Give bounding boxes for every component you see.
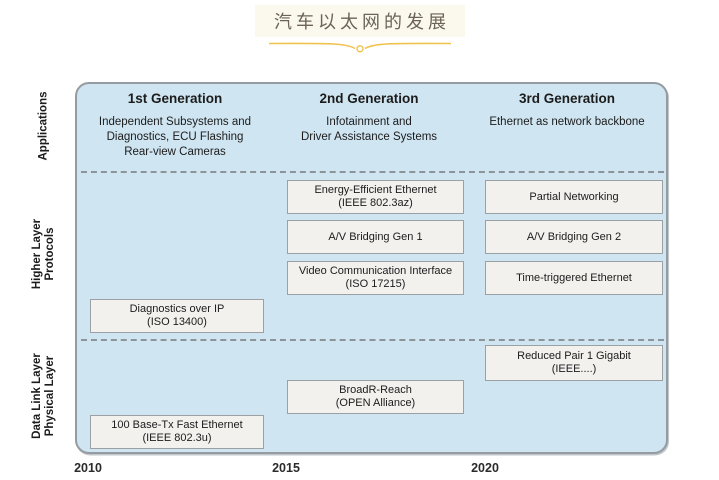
desc-1st-generation: Independent Subsystems and Diagnostics, … xyxy=(98,116,252,158)
box-av-bridging-gen1: A/V Bridging Gen 1 xyxy=(287,220,464,254)
layer-label-data-link-physical: Data Link Layer Physical Layer xyxy=(31,353,56,439)
box-reduced-pair-1-gigabit: Reduced Pair 1 Gigabit (IEEE....) xyxy=(485,345,663,381)
divider-applications-protocols xyxy=(81,171,664,173)
diagram-title-block: 汽车以太网的发展 xyxy=(255,5,465,37)
timeline-year-2020: 2020 xyxy=(471,461,499,475)
box-partial-networking: Partial Networking xyxy=(485,180,663,214)
header-3rd-generation: 3rd Generation xyxy=(518,91,616,106)
header-2nd-generation: 2nd Generation xyxy=(319,91,419,106)
box-diagnostics-over-ip: Diagnostics over IP (ISO 13400) xyxy=(90,299,264,333)
divider-protocols-datalink xyxy=(81,339,664,341)
timeline-panel: 1st Generation 2nd Generation 3rd Genera… xyxy=(75,82,668,454)
box-av-bridging-gen2: A/V Bridging Gen 2 xyxy=(485,220,663,254)
layer-label-higher-layer-protocols: Higher Layer Protocols xyxy=(31,218,56,290)
box-video-communication-interface: Video Communication Interface (ISO 17215… xyxy=(287,261,464,295)
box-broadr-reach: BroadR-Reach (OPEN Alliance) xyxy=(287,380,464,414)
box-time-triggered-ethernet: Time-triggered Ethernet xyxy=(485,261,663,295)
header-1st-generation: 1st Generation xyxy=(127,91,223,106)
timeline-year-2010: 2010 xyxy=(74,461,102,475)
title-underline-ornament xyxy=(268,42,452,53)
timeline-year-2015: 2015 xyxy=(272,461,300,475)
box-100base-tx-fast-ethernet: 100 Base-Tx Fast Ethernet (IEEE 802.3u) xyxy=(90,415,264,449)
desc-2nd-generation: Infotainment and Driver Assistance Syste… xyxy=(300,116,438,143)
desc-3rd-generation: Ethernet as network backbone xyxy=(489,116,645,128)
page-title: 汽车以太网的发展 xyxy=(274,12,450,32)
box-energy-efficient-ethernet: Energy-Efficient Ethernet (IEEE 802.3az) xyxy=(287,180,464,214)
